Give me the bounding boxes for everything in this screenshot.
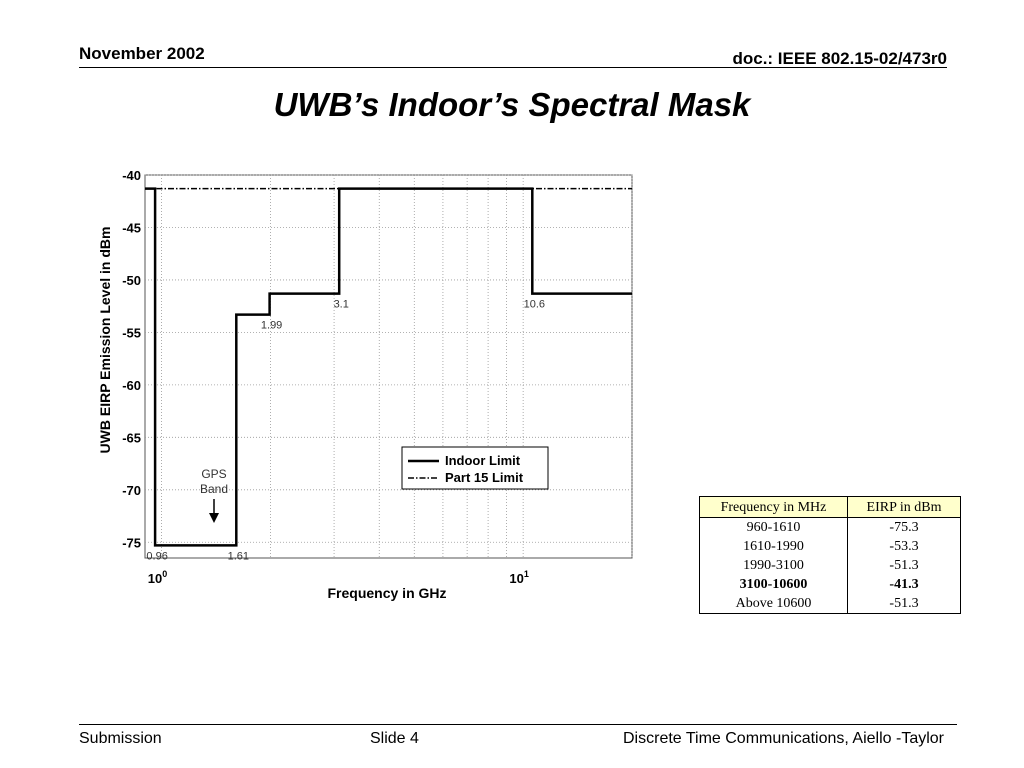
y-tick-label: -55 <box>122 325 141 340</box>
table-row: 1990-3100-51.3 <box>699 556 961 575</box>
gps-band-label-line2: Band <box>200 482 228 496</box>
header-date: November 2002 <box>79 44 205 63</box>
cell-frequency: 3100-10600 <box>699 575 848 594</box>
header-divider <box>79 67 947 68</box>
y-tick-label: -70 <box>122 483 141 498</box>
x-tick-labels: 100 101 <box>148 569 529 586</box>
annotation-label: 1.61 <box>228 550 249 562</box>
table-row: 3100-10600-41.3 <box>699 575 961 594</box>
y-tick-label: -75 <box>122 535 141 550</box>
table-header-row: Frequency in MHz EIRP in dBm <box>699 496 961 518</box>
annotation-group: 0.96 1.61 1.99 3.1 10.6 <box>146 299 545 563</box>
footer-submission: Submission <box>79 730 162 747</box>
cell-frequency: 1610-1990 <box>699 537 848 556</box>
legend-label-part15: Part 15 Limit <box>445 470 524 485</box>
y-axis-label: UWB EIRP Emission Level in dBm <box>97 227 113 454</box>
spectral-mask-chart: -40 -45 -50 -55 -60 -65 -70 -75 100 101 0.96 1.61… <box>97 168 633 601</box>
x-tick-label: 100 <box>148 569 167 586</box>
series-indoor-limit <box>145 187 632 547</box>
cell-eirp: -75.3 <box>847 517 961 537</box>
annotation-label: 3.1 <box>334 299 349 311</box>
legend-box <box>401 446 549 490</box>
gps-band-arrowhead <box>209 513 219 523</box>
slide-title: UWB’s Indoor’s Spectral Mask <box>273 86 751 123</box>
y-tick-label: -50 <box>122 273 141 288</box>
cell-eirp: -51.3 <box>847 556 961 575</box>
y-tick-label: -65 <box>122 430 141 445</box>
annotation-label: 1.99 <box>261 320 282 332</box>
y-tick-label: -60 <box>122 378 141 393</box>
y-tick-label: -45 <box>122 220 141 235</box>
frequency-eirp-table: Frequency in MHz EIRP in dBm 960-1610-75… <box>699 496 961 614</box>
annotation-label: 10.6 <box>524 299 545 311</box>
y-tick-label: -40 <box>122 168 141 183</box>
table-row: Above 10600-51.3 <box>699 594 961 614</box>
header-doc-id: doc.: IEEE 802.15-02/473r0 <box>732 49 947 68</box>
cell-frequency: Above 10600 <box>699 594 848 614</box>
y-tick-labels: -40 -45 -50 -55 -60 -65 -70 -75 <box>122 168 141 550</box>
footer-slide-number: Slide 4 <box>370 730 419 747</box>
table-row: 1610-1990-53.3 <box>699 537 961 556</box>
table-header-frequency: Frequency in MHz <box>699 496 848 518</box>
annotation-label: 0.96 <box>146 550 167 562</box>
x-axis-label: Frequency in GHz <box>327 585 446 601</box>
series-group <box>145 187 632 547</box>
grid-lines <box>145 174 633 558</box>
legend: Indoor Limit Part 15 Limit <box>401 446 549 490</box>
table-row: 960-1610-75.3 <box>699 517 961 537</box>
plot-area <box>144 174 633 559</box>
gps-band-label-line1: GPS <box>201 467 226 481</box>
footer-authors: Discrete Time Communications, Aiello -Ta… <box>623 730 944 747</box>
table-header-eirp: EIRP in dBm <box>847 496 961 518</box>
cell-eirp: -41.3 <box>847 575 961 594</box>
cell-frequency: 960-1610 <box>699 517 848 537</box>
cell-eirp: -51.3 <box>847 594 961 614</box>
footer-divider <box>79 724 957 725</box>
cell-eirp: -53.3 <box>847 537 961 556</box>
x-tick-label: 101 <box>509 569 528 586</box>
cell-frequency: 1990-3100 <box>699 556 848 575</box>
legend-label-indoor: Indoor Limit <box>445 453 521 468</box>
